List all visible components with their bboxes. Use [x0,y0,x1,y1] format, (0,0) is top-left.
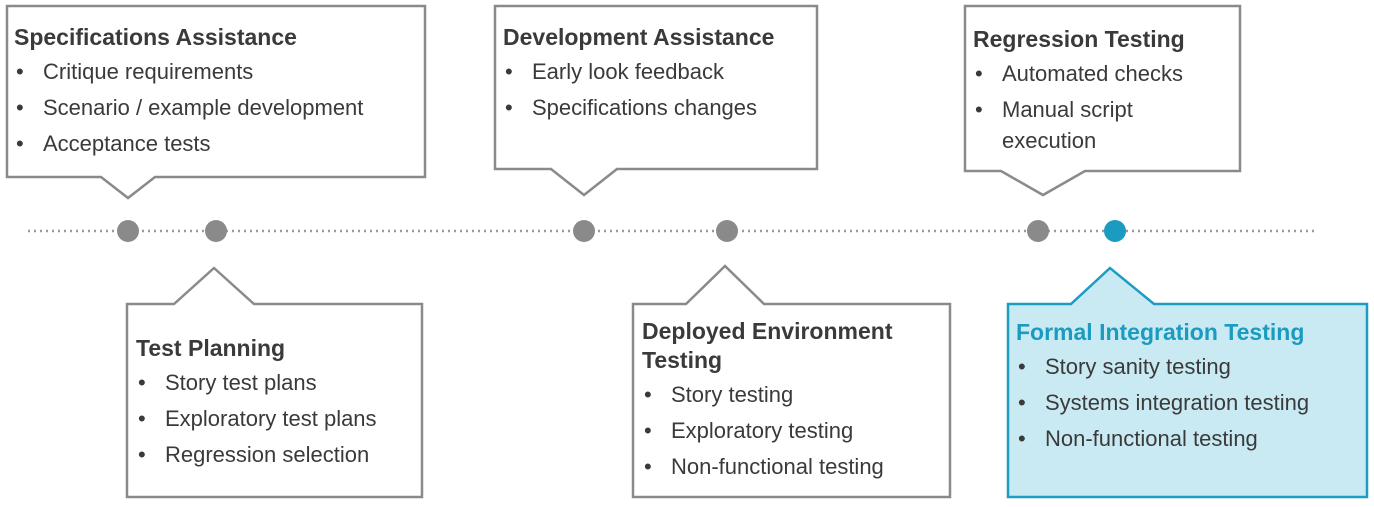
box-title: Test Planning [136,335,286,361]
bullet-list: Story testing Exploratory testing Non-fu… [642,379,942,482]
list-item: Story testing [642,379,942,410]
list-item: Story sanity testing [1016,351,1364,382]
bullet-list: Story test plans Exploratory test plans … [136,367,418,470]
list-item: Scenario / example development [14,92,424,123]
box-specifications-assistance: Specifications Assistance Critique requi… [14,23,424,164]
box-development-assistance: Development Assistance Early look feedba… [503,23,813,128]
list-item: Systems integration testing [1016,387,1364,418]
list-item: Non-functional testing [642,451,942,482]
list-item: Acceptance tests [14,128,424,159]
timeline-dot-5 [1027,220,1049,242]
timeline-dot-3 [573,220,595,242]
list-item: Story test plans [136,367,418,398]
timeline-dot-4 [716,220,738,242]
timeline-dot-2 [205,220,227,242]
bullet-list: Early look feedback Specifications chang… [503,56,813,123]
bullet-list: Automated checks Manual script execution [973,58,1235,156]
list-item: Manual script execution [973,94,1172,156]
box-formal-integration-testing: Formal Integration Testing Story sanity … [1016,318,1364,459]
list-item: Exploratory testing [642,415,942,446]
timeline-dot-6 [1104,220,1126,242]
box-deployed-environment-testing: Deployed Environment Testing Story testi… [642,317,942,487]
bullet-list: Story sanity testing Systems integration… [1016,351,1364,454]
list-item: Automated checks [973,58,1235,89]
list-item: Regression selection [136,439,418,470]
list-item: Exploratory test plans [136,403,418,434]
box-title: Deployed Environment Testing [642,318,893,373]
list-item: Critique requirements [14,56,424,87]
bullet-list: Critique requirements Scenario / example… [14,56,424,159]
box-regression-testing: Regression Testing Automated checks Manu… [973,25,1235,161]
timeline-dot-1 [117,220,139,242]
box-test-planning: Test Planning Story test plans Explorato… [136,334,418,475]
list-item: Early look feedback [503,56,813,87]
list-item: Non-functional testing [1016,423,1364,454]
box-title: Formal Integration Testing [1016,319,1305,345]
list-item: Specifications changes [503,92,813,123]
box-title: Specifications Assistance [14,24,297,50]
box-title: Development Assistance [503,24,775,50]
box-title: Regression Testing [973,26,1185,52]
